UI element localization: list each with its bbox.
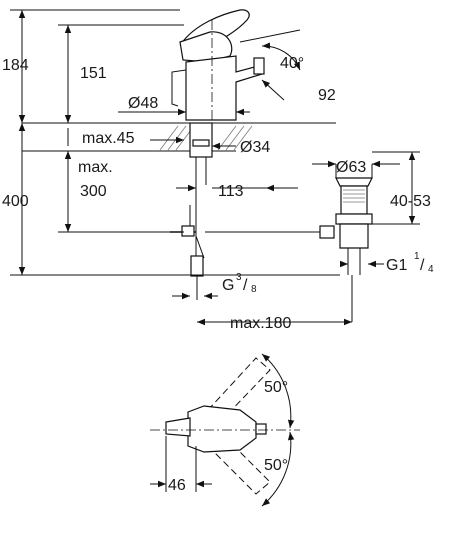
dim-max45: max.45 <box>82 130 135 147</box>
waste-nut <box>335 213 373 225</box>
dim-diameter-63: Ø63 <box>336 159 366 176</box>
svg-text:/: / <box>420 257 425 274</box>
svg-text:/: / <box>243 277 248 294</box>
waste-flange <box>335 177 373 187</box>
fixing-nut <box>192 139 210 147</box>
waste-assembly <box>205 177 373 322</box>
top-spout <box>255 423 267 435</box>
dim-diameter-34: Ø34 <box>240 139 270 156</box>
supply-hose <box>170 185 205 300</box>
connection-fitting <box>190 255 204 277</box>
svg-text:G1: G1 <box>386 257 407 274</box>
top-lever <box>165 417 191 437</box>
dim-300: 300 <box>80 183 107 200</box>
waste-tail <box>339 223 369 249</box>
dim-angle-50-bottom: 50° <box>264 457 288 474</box>
dim-113: 113 <box>218 183 244 200</box>
svg-text:1: 1 <box>414 251 420 262</box>
deck-section <box>22 122 336 185</box>
faucet-body <box>185 55 263 121</box>
dimension-labels: 184 151 40° 92 Ø48 max.45 Ø34 max. 300 4… <box>2 55 434 332</box>
dim-angle-40: 40° <box>280 55 304 72</box>
svg-text:8: 8 <box>251 284 257 295</box>
faucet-top-view <box>150 353 300 507</box>
dim-angle-50-top: 50° <box>264 379 288 396</box>
dim-max180: max.180 <box>230 315 291 332</box>
dim-400: 400 <box>2 193 29 210</box>
spout-nozzle <box>253 57 265 75</box>
dim-max-label: max. <box>78 159 113 176</box>
top-view-labels: 50° 50° 46 <box>168 379 288 494</box>
popup-rod <box>171 69 187 107</box>
dim-46: 46 <box>168 477 186 494</box>
dimension-lines <box>10 9 420 326</box>
dim-184: 184 <box>2 57 29 74</box>
dim-waste-thread: G1 1 / 4 <box>386 251 434 275</box>
svg-text:3: 3 <box>236 272 242 283</box>
svg-text:G: G <box>222 277 234 294</box>
faucet-side-view <box>171 9 265 135</box>
waste-body <box>340 185 368 215</box>
dim-diameter-48: Ø48 <box>128 95 158 112</box>
angle-valve <box>181 225 195 237</box>
dim-151: 151 <box>80 65 107 82</box>
dim-40-53: 40-53 <box>390 193 431 210</box>
dim-92: 92 <box>318 87 336 104</box>
dim-connection-thread: G 3 / 8 <box>222 272 257 295</box>
top-body <box>187 405 257 453</box>
waste-connector <box>319 225 335 239</box>
svg-text:4: 4 <box>428 264 434 275</box>
